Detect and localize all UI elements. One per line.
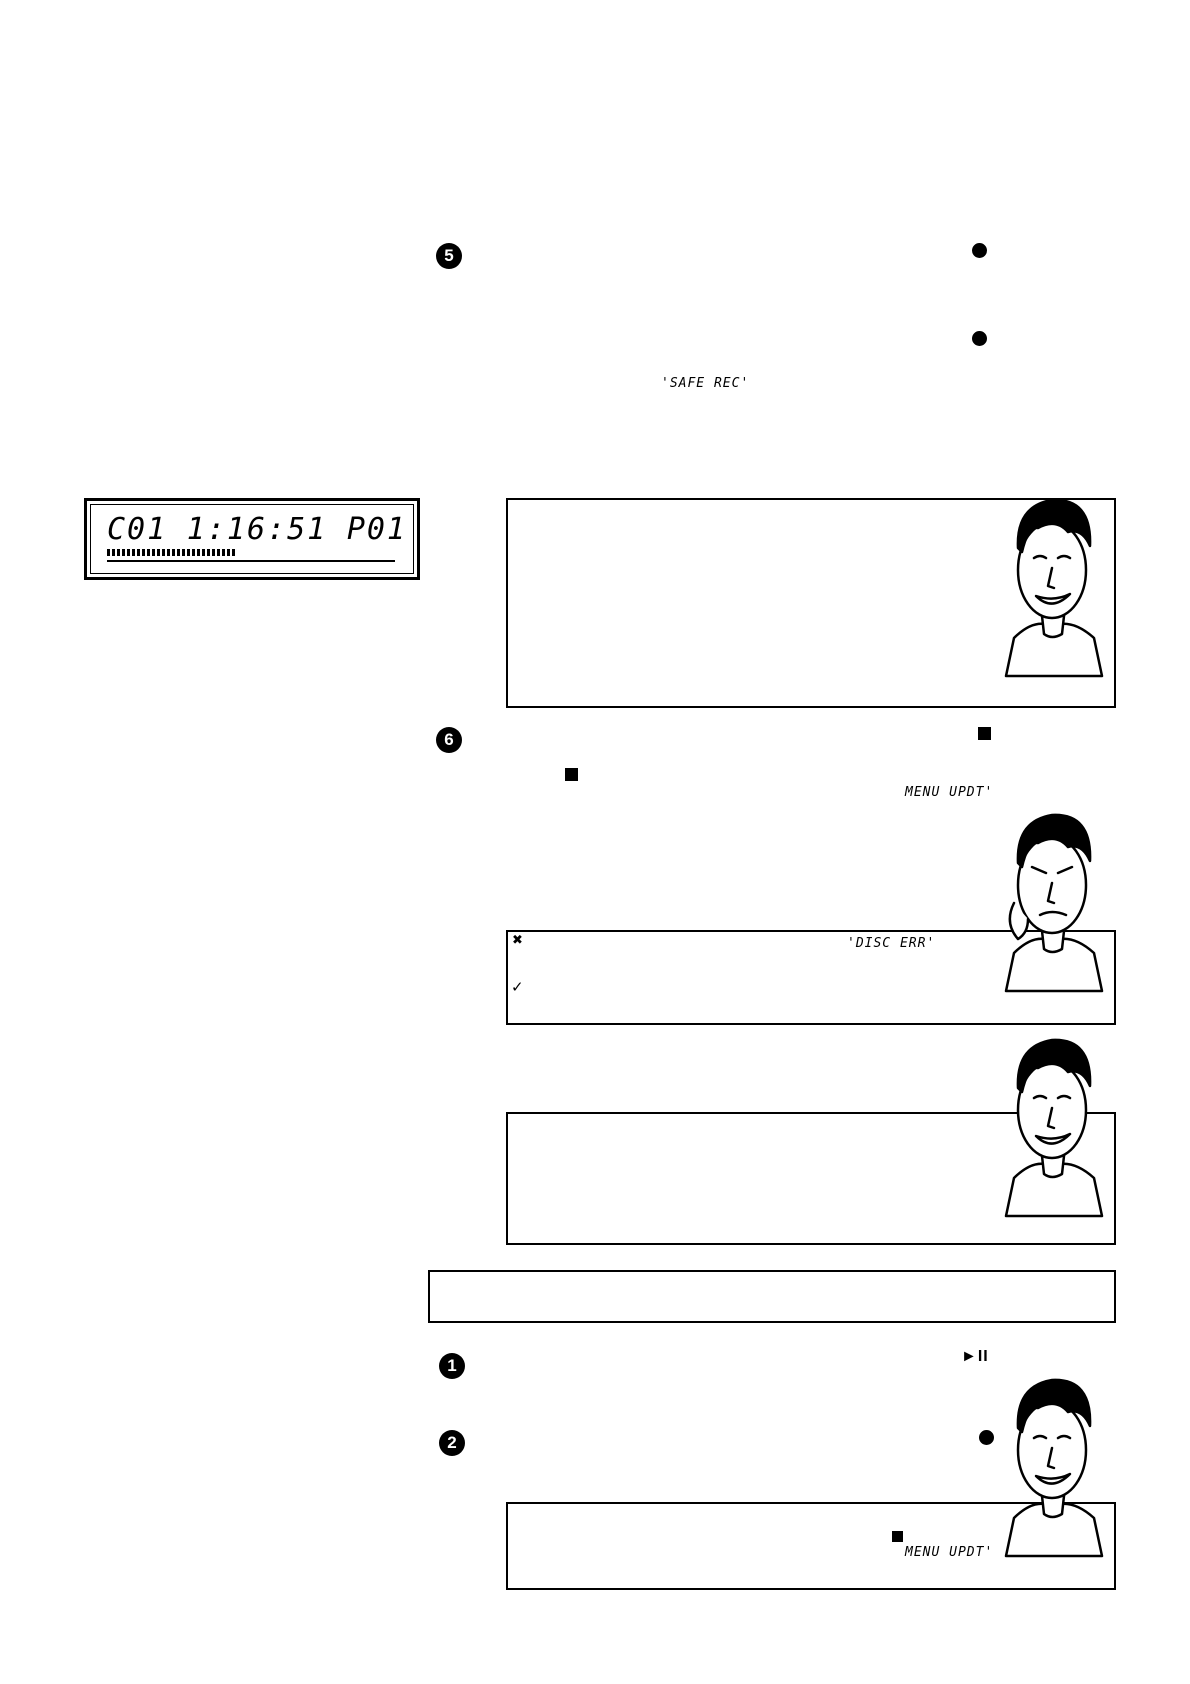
lcd-time: 1:16:51 bbox=[186, 512, 328, 547]
stop-square-icon bbox=[565, 768, 578, 781]
step-number-6: 6 bbox=[436, 727, 462, 753]
lcd-display-panel: C01 1:16:51 P01 bbox=[84, 498, 420, 580]
record-dot-icon bbox=[979, 1430, 994, 1445]
cross-icon: ✖ bbox=[512, 933, 523, 948]
menu-updt-display-text: MENU UPDT' bbox=[905, 1545, 994, 1560]
lcd-progress-bar bbox=[107, 549, 235, 556]
play-pause-icon: ►II bbox=[961, 1348, 989, 1365]
step-number-2: 2 bbox=[439, 1430, 465, 1456]
lcd-program: P01 bbox=[346, 512, 407, 547]
step-number-1: 1 bbox=[439, 1353, 465, 1379]
stop-square-icon bbox=[892, 1531, 903, 1542]
mascot-smiling-icon bbox=[1004, 498, 1104, 678]
mascot-worried-icon bbox=[1004, 813, 1104, 993]
step-number-5: 5 bbox=[436, 243, 462, 269]
mascot-smiling-icon bbox=[1004, 1038, 1104, 1218]
check-icon: ✓ bbox=[511, 978, 524, 996]
record-dot-icon bbox=[972, 243, 987, 258]
lcd-baseline bbox=[107, 560, 395, 562]
disc-err-display-text: 'DISC ERR' bbox=[847, 936, 936, 951]
section-heading-box bbox=[428, 1270, 1116, 1323]
lcd-chapter: C01 bbox=[107, 512, 168, 547]
stop-square-icon bbox=[978, 727, 991, 740]
menu-updt-display-text: MENU UPDT' bbox=[905, 785, 994, 800]
mascot-smiling-icon bbox=[1004, 1378, 1104, 1558]
safe-rec-display-text: 'SAFE REC' bbox=[661, 376, 750, 391]
record-dot-icon bbox=[972, 331, 987, 346]
